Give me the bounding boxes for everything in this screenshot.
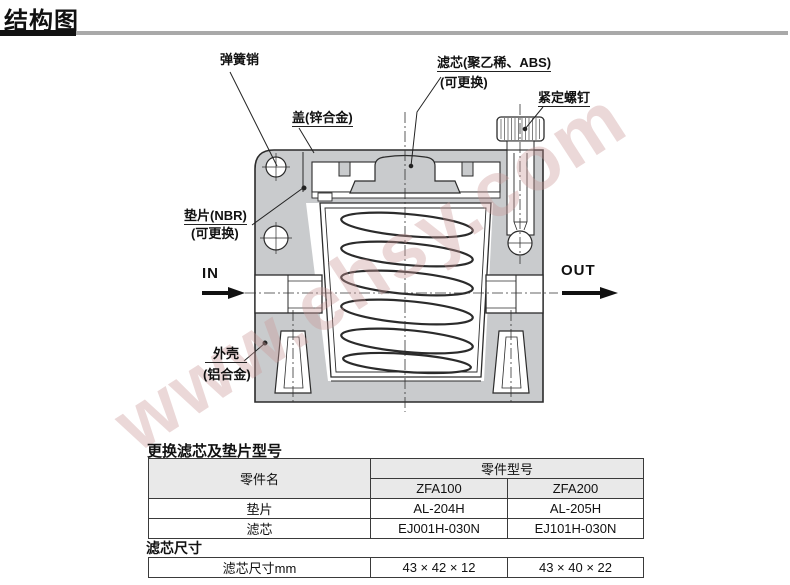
parts-table: 零件名 零件型号 ZFA100 ZFA200 垫片 AL-204H AL-205… [148, 458, 645, 539]
size-table-title: 滤芯尺寸 [146, 540, 202, 556]
out-port [485, 274, 544, 314]
cell-zfa100-value: AL-204H [370, 498, 508, 519]
col-header-part-name: 零件名 [148, 458, 371, 499]
label-filter-replaceable: (可更换) [440, 75, 488, 90]
table-row: 滤芯尺寸mm 43 × 42 × 12 43 × 40 × 22 [148, 557, 644, 578]
label-housing-material: (铝合金) [203, 367, 251, 382]
label-gasket: 垫片(NBR) [184, 208, 247, 225]
cell-part-name: 滤芯 [148, 518, 371, 539]
title-underline-black [0, 30, 76, 36]
in-port [254, 274, 323, 314]
leader-lines [229, 71, 544, 362]
label-cover: 盖(锌合金) [292, 110, 353, 127]
cell-part-name: 垫片 [148, 498, 371, 519]
cell-size-zfa200: 43 × 40 × 22 [507, 557, 644, 578]
parts-table-title: 更换滤芯及垫片型号 [147, 443, 283, 460]
label-gasket-replaceable: (可更换) [191, 226, 239, 241]
centerlines [245, 104, 558, 412]
spring [340, 211, 474, 375]
cell-size-name: 滤芯尺寸mm [148, 557, 371, 578]
flow-arrows [202, 287, 618, 299]
col-header-zfa100: ZFA100 [370, 478, 508, 499]
label-set-screw: 紧定螺钉 [538, 90, 591, 107]
mounting-holes [260, 153, 292, 254]
label-filter-element: 滤芯(聚乙稀、ABS) [437, 55, 552, 72]
label-housing: 外壳 [205, 346, 248, 363]
col-header-zfa200: ZFA200 [506, 478, 645, 499]
cell-zfa200-value: EJ101H-030N [506, 518, 645, 539]
cell-size-zfa100: 43 × 42 × 12 [370, 557, 508, 578]
title-underline-gray [76, 31, 788, 35]
col-header-part-model: 零件型号 [369, 458, 645, 479]
label-in: IN [202, 265, 219, 282]
cell-zfa200-value: AL-205H [506, 498, 645, 519]
table-row: 滤芯 EJ001H-030N EJ101H-030N [148, 518, 645, 539]
cell-zfa100-value: EJ001H-030N [370, 518, 508, 539]
label-out: OUT [561, 262, 596, 279]
size-table: 滤芯尺寸mm 43 × 42 × 12 43 × 40 × 22 [148, 557, 644, 578]
label-spring-pin: 弹簧销 [220, 52, 260, 67]
table-row: 垫片 AL-204H AL-205H [148, 498, 645, 519]
